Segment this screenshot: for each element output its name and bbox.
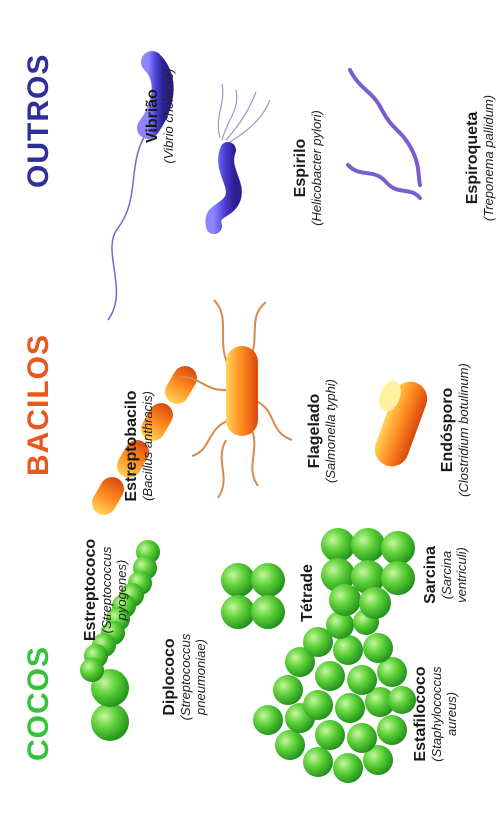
- espiroqueta-illustration: [348, 70, 420, 198]
- label-diplococo: Diplococo (Streptococcus pneumoniae): [161, 602, 211, 752]
- organism-name: Espiroqueta: [464, 73, 482, 243]
- organism-sci-line1: (Helicobacter pylori): [310, 83, 325, 253]
- label-espirilo: Espirilo (Helicobacter pylori): [292, 83, 328, 253]
- organism-name: Estreptococo: [82, 515, 100, 665]
- organism-sci-line2: ventriculi): [455, 520, 470, 630]
- flagelado-illustration: [176, 300, 292, 498]
- tetrade-illustration: [221, 563, 285, 629]
- label-flagelado: Flagelado (Salmonella typhi): [306, 346, 342, 516]
- label-tetrade: Tétrade: [299, 558, 321, 628]
- organism-sci-line1: (Sarcina: [440, 520, 455, 630]
- label-estreptococo: Estreptococo (Streptococcus pyogenes): [82, 515, 132, 665]
- espirilo-illustration: [213, 84, 270, 226]
- label-espiroqueta: Espiroqueta (Treponema pallidum): [464, 73, 500, 243]
- endosporo-illustration: [370, 377, 432, 471]
- organism-name: Diplococo: [161, 602, 179, 752]
- organism-sci-line1: (Clostridium botulinum): [457, 335, 472, 525]
- label-vibriao: Vibrião (Vibrio cholerae): [144, 46, 180, 186]
- section-title-outros: OUTROS: [22, 62, 58, 188]
- organism-sci-line1: (Streptococcus: [100, 515, 115, 665]
- organism-name: Sarcina: [422, 520, 440, 630]
- section-title-cocos: COCOS: [22, 675, 58, 761]
- organism-name: Tétrade: [299, 558, 317, 628]
- organism-sci-line1: (Salmonella typhi): [324, 346, 339, 516]
- label-endosporo: Endósporo (Clostridium botulinum): [439, 335, 475, 525]
- organism-sci-line1: (Treponema pallidum): [482, 73, 497, 243]
- label-estreptobacilo: Estreptobacilo (Bacillus anthracis): [123, 361, 159, 531]
- organism-sci-line2: aureus): [445, 639, 460, 789]
- organism-sci-line1: (Streptococcus: [179, 602, 194, 752]
- section-title-bacilos: BACILOS: [22, 340, 58, 476]
- organism-sci-line2: pyogenes): [115, 515, 130, 665]
- organism-sci-line1: (Vibrio cholerae): [162, 46, 177, 186]
- organism-name: Espirilo: [292, 83, 310, 253]
- label-sarcina: Sarcina (Sarcina ventriculi): [422, 520, 472, 630]
- estafilococo-illustration: [253, 609, 416, 783]
- label-estafilococo: Estafilococo (Staphylococcus aureus): [412, 639, 462, 789]
- organism-name: Vibrião: [144, 46, 162, 186]
- organism-name: Estafilococo: [412, 639, 430, 789]
- organism-name: Estreptobacilo: [123, 361, 141, 531]
- organism-sci-line2: pneumoniae): [194, 602, 209, 752]
- sarcina-illustration: [321, 528, 415, 619]
- organism-name: Endósporo: [439, 335, 457, 525]
- organism-name: Flagelado: [306, 346, 324, 516]
- organism-sci-line1: (Staphylococcus: [430, 639, 445, 789]
- organism-sci-line1: (Bacillus anthracis): [141, 361, 156, 531]
